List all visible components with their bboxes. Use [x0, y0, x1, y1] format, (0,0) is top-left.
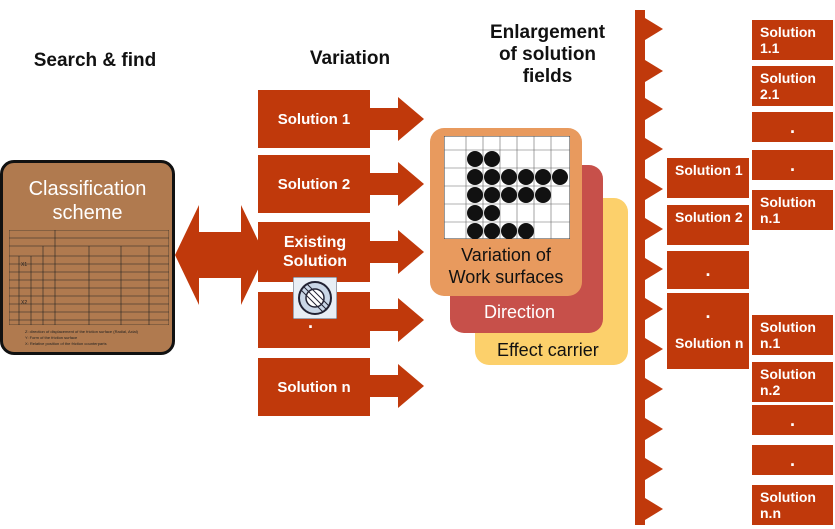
middle-solution-box: . — [667, 251, 749, 289]
work-surfaces-line1: Variation of — [461, 245, 551, 265]
table-row-x1: X1 — [21, 262, 27, 268]
right-solution-box: . — [752, 405, 833, 435]
table-row-x2: X2 — [21, 300, 27, 306]
double-arrow — [175, 205, 265, 305]
header-search-find: Search & find — [33, 50, 157, 71]
vertical-bar-arrow — [645, 98, 663, 120]
vertical-bar-arrow — [645, 298, 663, 320]
variation-dot-label: . — [308, 312, 314, 332]
header-enlargement-line2: of solution — [498, 44, 597, 65]
right-solution-box: Solution 2.1 — [752, 66, 833, 106]
header-enlargement: Enlargement of solution fields — [470, 22, 625, 88]
classification-notes: Z: direction of displacement of the fric… — [25, 329, 175, 347]
middle-solution-box: Solution 1 — [667, 158, 749, 198]
middle-solution-box: Solution n — [667, 331, 749, 369]
variation-arrow-2 — [398, 162, 424, 206]
classification-title-line1: Classification — [28, 178, 147, 200]
vertical-bar — [635, 10, 645, 525]
right-solution-box: Solution n.2 — [752, 362, 833, 402]
variation-arrow-4 — [398, 298, 424, 342]
header-variation: Variation — [309, 48, 391, 69]
right-solution-box: . — [752, 112, 833, 142]
vertical-bar-arrow — [645, 458, 663, 480]
vertical-bar-arrow — [645, 378, 663, 400]
header-enlargement-line1: Enlargement — [489, 22, 606, 43]
variation-solution-n: Solution n — [258, 358, 370, 416]
classification-note-2: Y: Form of the friction surface — [25, 335, 78, 340]
variation-arrow-4-shaft — [370, 309, 398, 331]
classification-table: X1 X2 — [9, 230, 169, 325]
vertical-bar-arrow — [645, 258, 663, 280]
classification-note-1: Z: direction of displacement of the fric… — [25, 329, 138, 334]
right-solution-box: Solution n.1 — [752, 315, 833, 355]
variation-solution-1: Solution 1 — [258, 90, 370, 148]
existing-solution-label: Existing Solution — [283, 234, 347, 270]
classification-note-3: X: Relative position of the friction cou… — [25, 341, 107, 346]
variation-arrow-3 — [398, 230, 424, 274]
variation-arrow-5-shaft — [370, 375, 398, 397]
variation-existing-solution — [258, 222, 370, 282]
vertical-bar-arrow — [645, 338, 663, 360]
vertical-bar-arrow — [645, 498, 663, 520]
vertical-bar-arrow — [645, 18, 663, 40]
right-solution-box: . — [752, 445, 833, 475]
vertical-bar-arrow — [645, 138, 663, 160]
right-solution-box: . — [752, 150, 833, 180]
vertical-bar-arrow — [645, 418, 663, 440]
variation-solution-2: Solution 2 — [258, 155, 370, 213]
right-solution-box: Solution n.1 — [752, 190, 833, 230]
variation-arrow-3-shaft — [370, 241, 398, 263]
vertical-bar-arrow — [645, 60, 663, 82]
classification-title-line2: scheme — [52, 202, 123, 224]
work-surfaces-label: Variation of Work surfaces — [430, 244, 582, 288]
right-solution-box: Solution n.n — [752, 485, 833, 525]
work-surface-grid — [444, 136, 570, 239]
variation-arrow-5 — [398, 364, 424, 408]
header-enlargement-line3: fields — [522, 66, 573, 87]
mechanism-icon — [293, 277, 337, 319]
direction-label: Direction — [484, 302, 556, 322]
right-solution-box: Solution 1.1 — [752, 20, 833, 60]
classification-scheme-box: Classification scheme X1 X2 Z — [0, 160, 175, 355]
classification-scheme-title: Classification scheme — [3, 177, 172, 225]
middle-solution-box: . — [667, 293, 749, 331]
vertical-bar-arrow — [645, 218, 663, 240]
effect-carrier-label: Effect carrier — [497, 340, 599, 360]
variation-arrow-1 — [398, 97, 424, 141]
variation-arrow-1-shaft — [370, 108, 398, 130]
variation-arrow-2-shaft — [370, 173, 398, 195]
vertical-bar-arrow — [645, 178, 663, 200]
middle-solution-box: Solution 2 — [667, 205, 749, 245]
work-surfaces-line2: Work surfaces — [448, 267, 564, 287]
